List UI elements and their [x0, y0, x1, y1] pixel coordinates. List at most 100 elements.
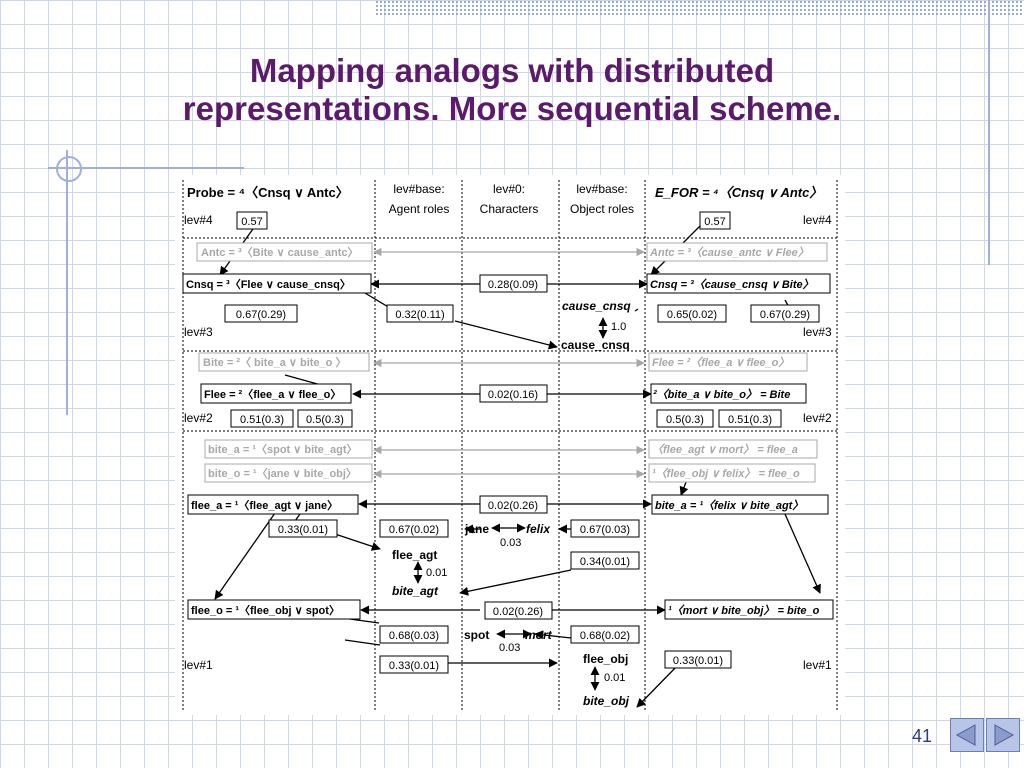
node-box-left-bite-o [204, 463, 373, 483]
value-033b: 0.33(0.01) [389, 660, 439, 672]
value-box-033b [379, 655, 449, 674]
value-033a: 0.33(0.01) [278, 524, 328, 536]
page-number: 41 [912, 726, 933, 746]
value-box-c1a [479, 495, 548, 514]
value-box-l2b [297, 409, 353, 428]
value-box-l2a [230, 409, 294, 428]
value-boxes: 0.57 0.57 0.28(0.09) 0.67(0.29) 0.32(0.1… [224, 211, 820, 674]
value-box-r3a [657, 304, 727, 323]
value-l2b: 0.5(0.3) [306, 414, 344, 426]
value-l3a: 0.67(0.29) [236, 309, 286, 321]
value-067b: 0.67(0.03) [580, 524, 630, 536]
value-c1b: 0.02(0.26) [493, 606, 543, 618]
node-right-bite: ²〈bite_a ∨ bite_o〉 = Bite [653, 388, 790, 401]
lev3-label-left: lev#3 [184, 325, 213, 339]
value-box-c3 [479, 274, 548, 293]
value-box-067a [379, 519, 449, 538]
node-box-right-bite-o [664, 599, 834, 620]
previous-slide-button[interactable] [950, 718, 984, 752]
node-box-left-flee-a [187, 494, 359, 515]
node-box-left-flee [200, 383, 352, 404]
label-flee-obj-value: 0.01 [604, 672, 625, 684]
value-box-067b [570, 519, 640, 538]
decor-vertical-line-left [66, 150, 68, 415]
value-l2a: 0.51(0.3) [240, 414, 284, 426]
value-box-c2 [479, 384, 548, 403]
label-flee-agt-value: 0.01 [426, 567, 447, 579]
slide-title: Mapping analogs with distributed represe… [0, 52, 1024, 128]
node-right-antc: Antc = ³〈cause_antc ∨ Flee〉 [649, 246, 809, 259]
node-box-left-bite [198, 352, 370, 372]
value-box-068b [570, 625, 640, 644]
value-067a: 0.67(0.02) [389, 524, 439, 536]
lev2-label-right: lev#2 [803, 411, 832, 425]
center-labels: cause_cnsq 1.0 cause_cnsq jane felix 0.0… [392, 299, 631, 708]
lev2-label-left: lev#2 [184, 411, 213, 425]
left-nodes: Antc = ³〈Bite ∨ cause_antc〉 Cnsq = ³〈Fle… [182, 242, 373, 620]
title-line-1: Mapping analogs with distributed [249, 52, 775, 89]
value-box-l4 [236, 211, 268, 230]
label-cause-value: 1.0 [611, 321, 626, 333]
node-box-right-cnsq [646, 273, 831, 294]
label-jane-felix-value: 0.03 [500, 537, 521, 549]
mapping-diagram: Probe = ⁴〈Cnsq ∨ Antc〉 lev#base: Agent r… [175, 175, 845, 715]
node-left-cnsq: Cnsq = ³〈Flee ∨ cause_cnsq〉 [186, 278, 351, 291]
label-flee-agt: flee_agt [392, 548, 437, 562]
object-col-header-1: lev#base: [576, 182, 627, 196]
value-box-c1b [484, 601, 553, 620]
node-left-flee-o: flee_o = ¹〈flee_obj ∨ spot〉 [191, 604, 340, 617]
lev1-label-left: lev#1 [184, 658, 213, 672]
value-box-033a [268, 519, 338, 538]
lev1-label-right: lev#1 [803, 658, 832, 672]
node-box-right-flee-o [648, 463, 816, 483]
value-box-l3a [224, 304, 298, 323]
value-r2b: 0.51(0.3) [728, 414, 772, 426]
node-box-right-flee-a [648, 439, 818, 459]
lev3-label-right: lev#3 [803, 325, 832, 339]
right-nodes: Antc = ³〈cause_antc ∨ Flee〉 Cnsq = ³〈cau… [646, 242, 834, 620]
label-cause-cnsq-bottom: cause_cnsq [561, 338, 630, 352]
label-felix: felix [526, 522, 551, 536]
node-box-right-antc [646, 242, 828, 262]
label-spot: spot [464, 628, 489, 642]
node-box-left-bite-a [204, 439, 373, 459]
grey-connections [373, 247, 645, 479]
lev4-label-left: lev#4 [184, 213, 213, 227]
node-right-flee-a: 〈flee_agt ∨ mort〉 = flee_a [652, 443, 798, 456]
value-c3: 0.28(0.09) [488, 279, 538, 291]
label-cause-cnsq-top: cause_cnsq [562, 299, 631, 313]
label-flee-obj: flee_obj [583, 652, 628, 666]
node-right-flee: Flee = ²〈flee_a ∨ flee_o〉 [652, 356, 789, 369]
triangle-left-icon [955, 724, 976, 746]
node-left-flee-a: flee_a = ¹〈flee_agt ∨ jane〉 [191, 499, 338, 512]
chars-col-header-1: lev#0: [493, 182, 525, 196]
label-mort: mort [525, 628, 553, 642]
efor-header: E_FOR = ⁴〈Cnsq ∨ Antc〉 [655, 185, 822, 200]
top-dotted-band [375, 0, 1024, 17]
node-left-bite-o: bite_o = ¹〈jane ∨ bite_obj〉 [208, 467, 357, 480]
value-box-033c [664, 650, 732, 669]
value-r3a: 0.65(0.02) [667, 309, 717, 321]
chars-col-header-2: Characters [480, 202, 539, 216]
value-c2: 0.02(0.16) [488, 389, 538, 401]
node-box-right-flee [648, 352, 808, 372]
node-box-right-bite-a [651, 494, 829, 515]
node-right-flee-o: ¹〈flee_obj ∨ felix〉 = flee_o [652, 467, 800, 480]
node-right-bite-o: ¹〈mort ∨ bite_obj〉 = bite_o [668, 604, 820, 617]
value-l4: 0.57 [241, 216, 262, 228]
agent-col-header-2: Agent roles [389, 202, 450, 216]
value-r3b: 0.67(0.29) [760, 309, 810, 321]
object-col-header-2: Object roles [570, 202, 634, 216]
decor-vertical-line [988, 0, 990, 265]
node-right-cnsq: Cnsq = ³〈cause_cnsq ∨ Bite〉 [650, 278, 814, 291]
probe-header: Probe = ⁴〈Cnsq ∨ Antc〉 [187, 185, 349, 200]
value-box-r2a [656, 409, 714, 428]
value-033c: 0.33(0.01) [673, 655, 723, 667]
agent-col-header-1: lev#base: [393, 182, 444, 196]
node-left-bite-a: bite_a = ¹〈spot ∨ bite_agt〉 [208, 443, 358, 456]
value-box-r3b [750, 304, 820, 323]
node-right-bite-a: bite_a = ¹〈felix ∨ bite_agt〉 [655, 499, 803, 512]
value-r4: 0.57 [704, 216, 725, 228]
value-box-068a [379, 625, 449, 644]
next-slide-button[interactable] [986, 718, 1020, 752]
